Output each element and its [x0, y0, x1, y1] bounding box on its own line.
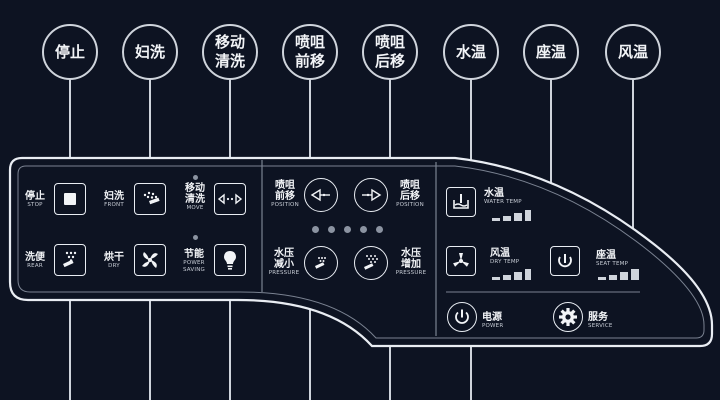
pressure-level-dot: [328, 226, 335, 233]
pressure-level-dot: [376, 226, 383, 233]
move-arrows-icon: [218, 193, 242, 205]
callout-position-rear: 喷咀 后移: [362, 24, 418, 80]
power-icon: [455, 309, 469, 324]
callout-water-temp: 水温: [443, 24, 499, 80]
arrow-left-icon: [310, 188, 330, 202]
position-front-button[interactable]: [304, 178, 338, 212]
dry-temp-button[interactable]: [446, 246, 476, 276]
callout-seat-temp: 座温: [523, 24, 579, 80]
indicator-dot: [193, 235, 198, 240]
rear-wash-button[interactable]: [54, 244, 86, 276]
dry-button[interactable]: [134, 244, 166, 276]
water-temp-button[interactable]: [446, 187, 476, 217]
seat-temp-level: [598, 269, 639, 280]
service-button[interactable]: [553, 302, 583, 332]
leader-line: [550, 78, 552, 266]
spray-icon: [315, 257, 326, 269]
callout-dry-temp: 风温: [605, 24, 661, 80]
spray-icon: [364, 255, 378, 270]
callout-position-front: 喷咀 前移: [282, 24, 338, 80]
pressure-down-button[interactable]: [304, 246, 338, 280]
stop-button[interactable]: [54, 183, 86, 215]
fan-icon: [453, 253, 469, 267]
callout-front: 妇洗: [122, 24, 178, 80]
water-temp-level: [492, 210, 531, 221]
square-icon: [64, 193, 76, 205]
fan-icon: [142, 252, 158, 268]
spray-icon: [143, 191, 160, 205]
callout-move: 移动 清洗: [202, 24, 258, 80]
pressure-level-dot: [344, 226, 351, 233]
leader-line: [632, 78, 634, 284]
spray-icon: [63, 251, 77, 268]
move-wash-button[interactable]: [214, 183, 246, 215]
pressure-level-dot: [360, 226, 367, 233]
power-button[interactable]: [447, 302, 477, 332]
dry-temp-level: [492, 269, 531, 280]
seat-temp-button[interactable]: [550, 246, 580, 276]
bulb-icon: [224, 251, 236, 270]
callout-stop: 停止: [42, 24, 98, 80]
front-wash-button[interactable]: [134, 183, 166, 215]
indicator-dot: [193, 175, 198, 180]
gear-icon: [559, 308, 577, 326]
seat-temp-icon: [558, 254, 572, 268]
position-rear-button[interactable]: [354, 178, 388, 212]
water-temp-icon: [453, 194, 469, 209]
arrow-right-icon: [362, 188, 382, 202]
power-saving-button[interactable]: [214, 244, 246, 276]
pressure-level-dot: [312, 226, 319, 233]
pressure-up-button[interactable]: [354, 246, 388, 280]
